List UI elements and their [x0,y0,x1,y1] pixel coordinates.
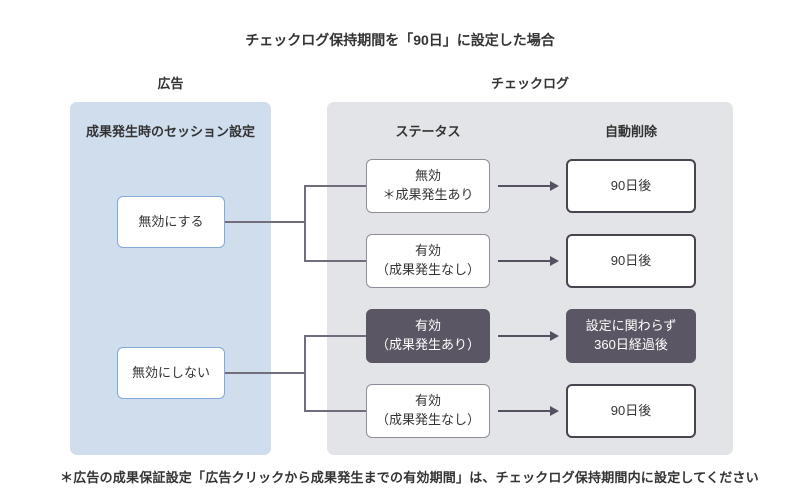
delete-line: 90日後 [610,402,652,418]
status-box-row4: 有効 （成果発生なし） [366,384,490,438]
connector-line [304,335,306,412]
status-line: ＊成果発生あり [382,187,474,202]
ad-panel [70,102,271,455]
status-line: 有効 [414,318,441,334]
delete-column-header: 自動削除 [604,124,657,139]
ad-option-keep-box: 無効にしない [117,347,225,399]
status-box-row1: 無効 ＊成果発生あり [366,159,490,213]
connector-line [304,260,366,262]
delete-line: 90日後 [610,177,652,193]
status-line: （成果発生なし） [375,412,480,427]
status-line: 無効 [414,168,441,184]
connector-line [304,335,366,337]
status-line: 有効 [414,243,441,259]
status-line: 有効 [414,393,441,409]
connector-line [225,221,306,223]
footnote: ＊広告の成果保証設定「広告クリックから成果発生までの有効期間」は、チェックログ保… [60,470,759,485]
status-box-row2: 有効 （成果発生なし） [366,234,490,288]
diagram-title: チェックログ保持期間を「90日」に設定した場合 [245,32,555,48]
ad-option-label: 無効にする [138,213,204,229]
status-line: （成果発生あり） [375,337,480,352]
delete-box-row2: 90日後 [566,234,696,288]
status-box-row3: 有効 （成果発生あり） [366,309,490,363]
connector-line [304,185,306,262]
section-label-checklog: チェックログ [490,76,569,91]
delete-line: 設定に関わらず [585,318,677,334]
connector-line [225,372,306,374]
ad-option-label: 無効にしない [131,364,210,380]
delete-box-row3: 設定に関わらず 360日経過後 [566,309,696,363]
connector-line [304,185,366,187]
delete-box-row1: 90日後 [566,159,696,213]
status-line: （成果発生なし） [375,262,480,277]
delete-box-row4: 90日後 [566,384,696,438]
delete-line: 360日経過後 [594,337,668,352]
connector-line [304,410,366,412]
ad-panel-header: 成果発生時のセッション設定 [85,124,255,139]
delete-line: 90日後 [610,252,652,268]
ad-option-disable-box: 無効にする [117,196,225,248]
status-column-header: ステータス [395,124,461,139]
section-label-ad: 広告 [157,76,184,91]
